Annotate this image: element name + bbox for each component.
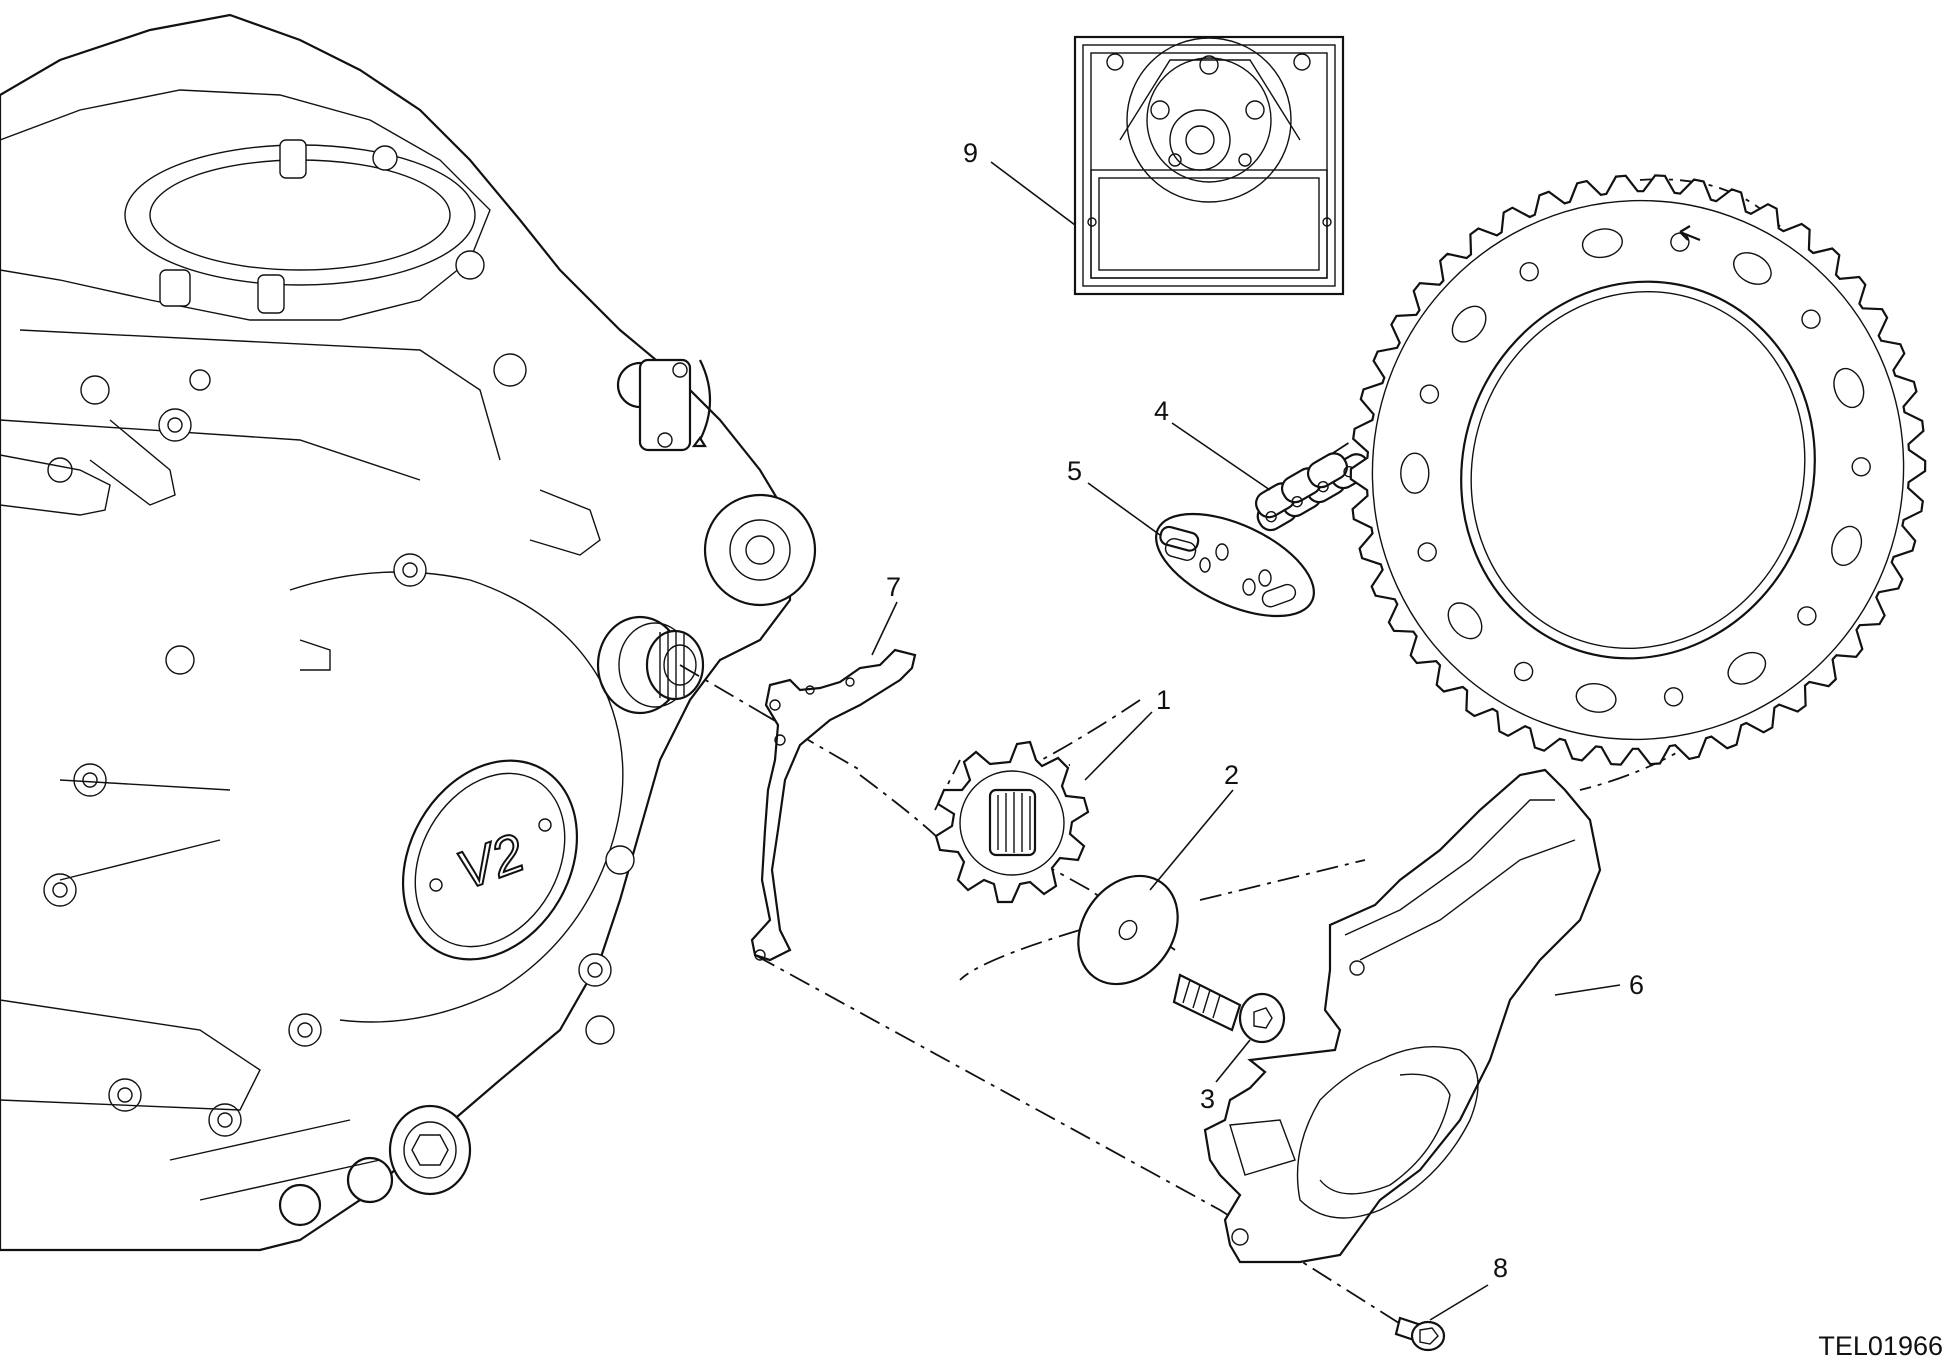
part-9-chain-kit-box bbox=[1073, 35, 1345, 296]
rear-sprocket-hole bbox=[1575, 682, 1617, 713]
rear-sprocket-hole bbox=[1417, 542, 1437, 562]
rear-sprocket-hole bbox=[1519, 262, 1539, 282]
part-2-washer bbox=[1077, 874, 1179, 986]
callout-1: 1 bbox=[1156, 685, 1171, 715]
engine-block: V2 bbox=[0, 13, 817, 1252]
rear-sprocket-hole bbox=[1801, 309, 1821, 329]
callout-leaders bbox=[871, 161, 1621, 1321]
callout-4: 4 bbox=[1154, 396, 1169, 426]
part-1-front-sprocket bbox=[934, 740, 1090, 904]
callout-6: 6 bbox=[1629, 970, 1644, 1000]
callout-9: 9 bbox=[963, 138, 978, 168]
part-5-chain-link-kit bbox=[1155, 512, 1315, 618]
oil-drain-plug bbox=[388, 1104, 472, 1196]
drawing-code: TEL01966 bbox=[1818, 1331, 1943, 1361]
gear-shift-shaft bbox=[616, 358, 712, 452]
rear-sprocket-hole bbox=[1447, 602, 1483, 640]
rear-sprocket bbox=[1349, 174, 1927, 766]
rear-sprocket-hole bbox=[1663, 687, 1684, 707]
part-3-bolt bbox=[1172, 973, 1286, 1044]
rear-sprocket-hole bbox=[1513, 661, 1534, 682]
part-8-screw bbox=[1394, 1316, 1446, 1352]
callout-2: 2 bbox=[1224, 760, 1239, 790]
callout-7: 7 bbox=[886, 572, 901, 602]
rear-sprocket-hole bbox=[1727, 651, 1767, 685]
output-shaft bbox=[596, 615, 705, 715]
rear-sprocket-hole bbox=[1831, 525, 1863, 566]
part-6-sprocket-cover bbox=[1203, 768, 1602, 1264]
callout-8: 8 bbox=[1493, 1253, 1508, 1283]
rear-sprocket-hole bbox=[1400, 452, 1430, 494]
rear-sprocket-hole bbox=[1581, 228, 1623, 259]
callout-5: 5 bbox=[1067, 456, 1082, 486]
rear-sprocket-hole bbox=[1451, 305, 1487, 343]
callout-numbers: 9 4 5 7 1 2 6 3 8 bbox=[886, 138, 1644, 1283]
callout-3: 3 bbox=[1200, 1084, 1215, 1114]
rear-sprocket-hole bbox=[1419, 384, 1440, 404]
part-7-spacer-plate bbox=[750, 648, 917, 962]
engine-cover-badge: V2 bbox=[401, 759, 579, 961]
rear-sprocket-hole bbox=[1797, 606, 1817, 626]
part-4-chain bbox=[1254, 452, 1371, 532]
rear-sprocket-hole bbox=[1851, 457, 1871, 477]
rear-sprocket-hole bbox=[1833, 367, 1865, 409]
rear-sprocket-hole bbox=[1733, 252, 1772, 285]
